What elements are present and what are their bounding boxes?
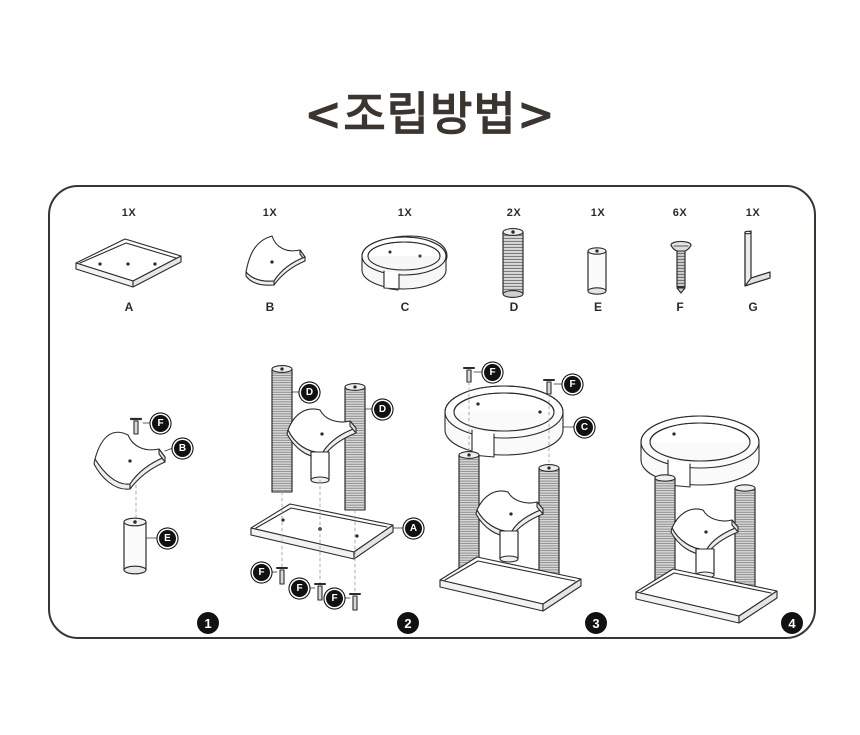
callout-step1-F: F [152,415,169,432]
callout-step2-F-2: F [291,580,308,597]
part-letter-F: F [676,300,684,314]
part-qty-B: 1X [262,207,278,219]
part-letter-D: D [509,300,519,314]
page-title: <조립방법> [303,87,557,141]
part-letter-G: G [748,300,758,314]
callout-step1-E: E [159,530,176,547]
part-letter-A: A [124,300,134,314]
callout-step3-F-1: F [484,364,501,381]
part-letter-B: B [265,300,275,314]
callout-step3-F-2: F [564,376,581,393]
part-qty-A: 1X [121,207,137,219]
part-qty-E: 1X [590,207,606,219]
callout-step3-C: C [576,419,593,436]
part-letter-C: C [400,300,410,314]
part-letter-E: E [593,300,602,314]
part-qty-D: 2X [506,207,522,219]
instruction-panel [48,185,816,639]
step-badge-2: 2 [397,612,419,634]
callout-step1-B: B [174,440,191,457]
callout-step2-F-3: F [326,590,343,607]
callout-step2-D-left: D [301,384,318,401]
callout-step2-D-right: D [374,401,391,418]
step-badge-1: 1 [197,612,219,634]
part-qty-G: 1X [745,207,761,219]
step-badge-4: 4 [781,612,803,634]
part-qty-C: 1X [397,207,413,219]
part-qty-F: 6X [672,207,688,219]
callout-step2-F-1: F [253,564,270,581]
step-badge-3: 3 [585,612,607,634]
callout-step2-A: A [405,520,422,537]
